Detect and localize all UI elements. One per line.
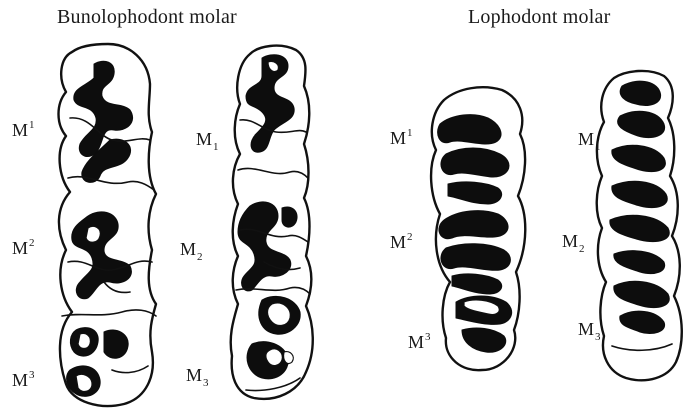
- label-lophodont-upper-m1: M1: [390, 128, 413, 147]
- label-upper-m3: M3: [12, 370, 35, 389]
- lophodont-upper-molars: [431, 87, 525, 370]
- label-lophodont-lower-m1: M1: [578, 130, 601, 153]
- label-lower-m1: M1: [196, 130, 219, 153]
- label-lophodont-upper-m2: M2: [390, 232, 413, 251]
- bunolophodont-upper-molars: [59, 44, 157, 406]
- label-upper-m2: M2: [12, 238, 35, 257]
- label-lophodont-lower-m3: M3: [578, 320, 601, 343]
- lophodont-lower-molars: [597, 71, 682, 380]
- label-lower-m2: M2: [180, 240, 203, 263]
- bunolophodont-lower-molars: [231, 46, 313, 399]
- label-lower-m3: M3: [186, 366, 209, 389]
- label-upper-m1: M1: [12, 120, 35, 139]
- label-lophodont-lower-m2: M2: [562, 232, 585, 255]
- label-lophodont-upper-m3: M3: [408, 332, 431, 351]
